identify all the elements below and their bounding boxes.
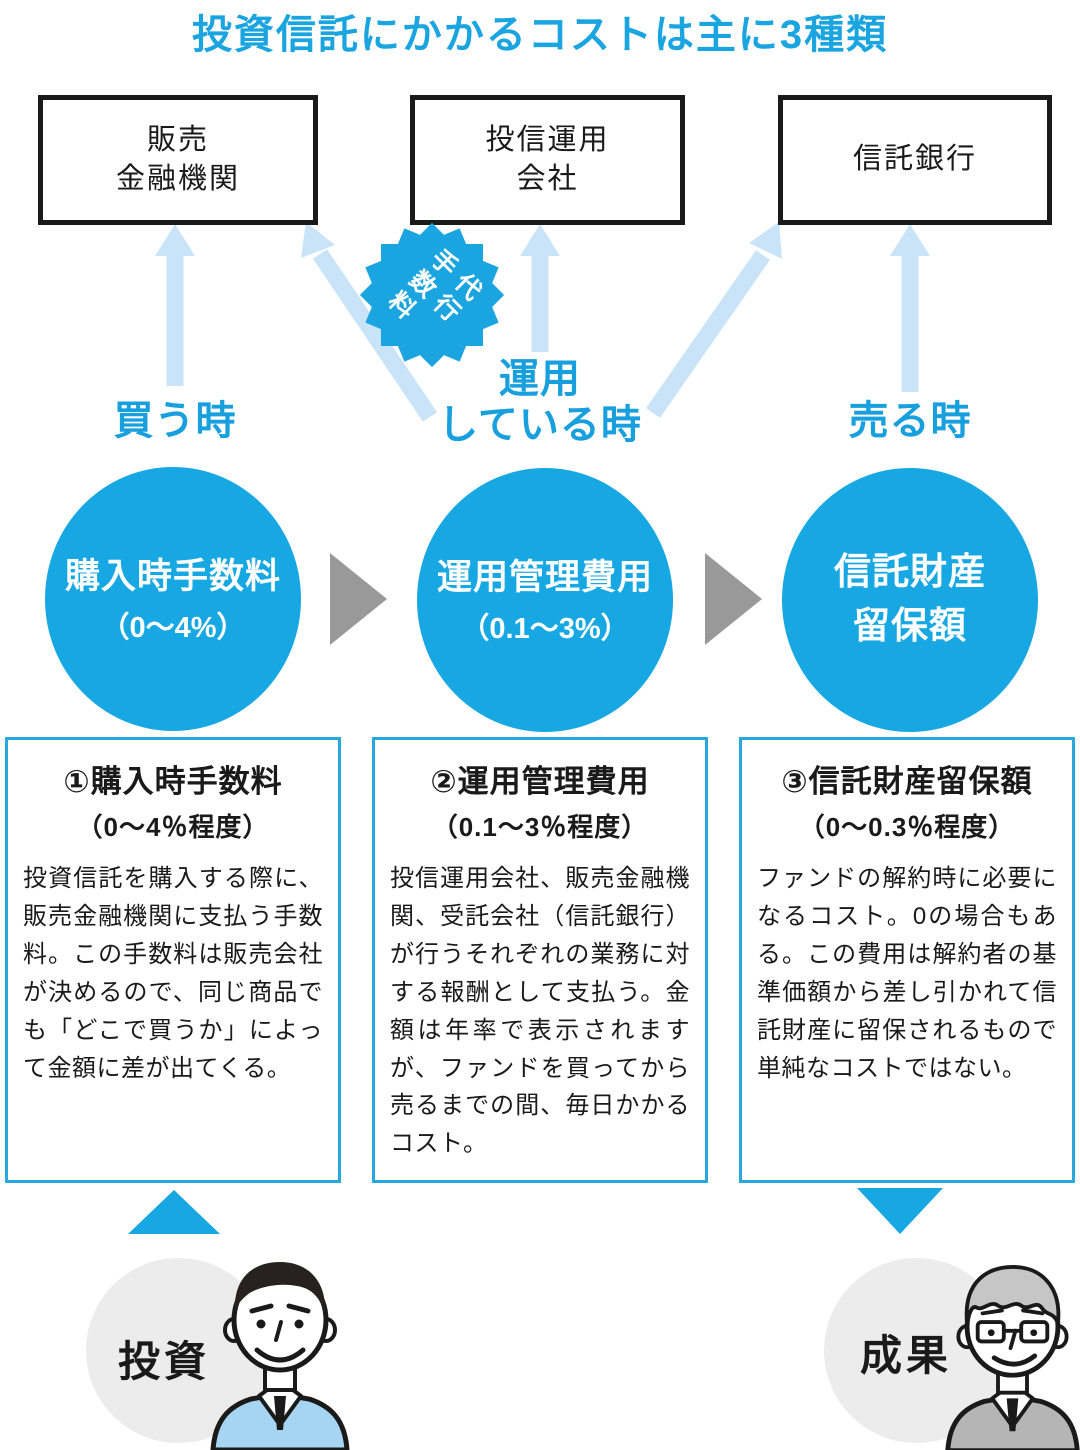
detail-card-management-fee: ②運用管理費用 （0.1～3％程度） 投信運用会社、販売金融機関、受託会社（信託…: [372, 737, 708, 1183]
detail-card-retention-amount-heading: ③信託財産留保額: [781, 764, 1033, 799]
cost-circle-purchase-fee-name: 購入時手数料: [64, 556, 281, 596]
investment-up-triangle: [128, 1190, 220, 1234]
arrow-sell-to-trustbank: [901, 250, 919, 392]
box-fund-management-company-label: 投信運用 会社: [485, 123, 610, 195]
timing-label-buy: 買う時: [113, 399, 237, 443]
arrow-buy-to-seller: [166, 250, 184, 386]
investment-label: 投資: [118, 1338, 211, 1385]
box-trust-bank-label: 信託銀行: [852, 143, 977, 176]
arrow-manage-to-company-head: [520, 224, 560, 256]
box-sales-institution: 販売 金融機関: [38, 95, 318, 225]
box-fund-management-company: 投信運用 会社: [410, 95, 685, 225]
detail-card-management-fee-range: （0.1～3％程度）: [431, 812, 649, 842]
cost-circle-management-fee: 運用管理費用 （0.1～3%）: [417, 468, 673, 732]
cost-circle-purchase-fee-range: （0～4%）: [100, 612, 246, 645]
cost-circle-management-fee-range: （0.1～3%）: [460, 613, 630, 646]
arrow-agency-fee: [312, 249, 438, 422]
box-sales-institution-label: 販売 金融機関: [115, 123, 240, 195]
detail-card-management-fee-body: 投信運用会社、販売金融機関、受託会社（信託銀行）が行うそれぞれの業務に対する報酬…: [390, 865, 690, 1158]
arrow-manage-to-trustbank: [646, 250, 770, 418]
cost-circle-retention-amount-name: 信託財産 留保額: [834, 551, 986, 646]
flow-arrow-2: [705, 553, 762, 645]
detail-card-purchase-fee-heading: ①購入時手数料: [63, 764, 283, 799]
timing-label-manage: 運用 している時: [438, 357, 642, 447]
detail-card-purchase-fee: ①購入時手数料 （0～4％程度） 投資信託を購入する際に、販売金融機関に支払う手…: [5, 737, 341, 1183]
cost-circle-purchase-fee: 購入時手数料 （0～4%）: [45, 467, 301, 731]
arrow-manage-to-company: [531, 250, 549, 352]
detail-card-retention-amount: ③信託財産留保額 （0～0.3％程度） ファンドの解約時に必要になるコスト。0の…: [739, 737, 1075, 1183]
box-trust-bank: 信託銀行: [778, 95, 1052, 225]
detail-card-retention-amount-range: （0～0.3％程度）: [798, 812, 1016, 842]
arrow-buy-to-seller-head: [155, 224, 195, 256]
cost-circle-management-fee-name: 運用管理費用: [436, 557, 653, 597]
arrow-agency-fee-head: [301, 222, 335, 258]
cost-circle-retention-amount: 信託財産 留保額: [782, 468, 1038, 732]
detail-card-management-fee-heading: ②運用管理費用: [430, 764, 650, 799]
timing-label-sell: 売る時: [848, 399, 972, 443]
page-title: 投資信託にかかるコストは主に3種類: [191, 13, 889, 57]
detail-card-purchase-fee-range: （0～4％程度）: [76, 812, 270, 842]
result-label: 成果: [860, 1332, 953, 1379]
result-down-triangle: [857, 1188, 943, 1234]
flow-arrow-1: [330, 553, 387, 645]
young-investor-illustration: [210, 1262, 350, 1450]
detail-card-purchase-fee-body: 投資信託を購入する際に、販売金融機関に支払う手数料。この手数料は販売会社が決める…: [23, 865, 323, 1082]
arrow-sell-to-trustbank-head: [890, 224, 930, 256]
agency-fee-badge: 代行 手数料: [358, 221, 506, 369]
arrow-manage-to-trustbank-head: [749, 222, 782, 259]
detail-card-retention-amount-body: ファンドの解約時に必要になるコスト。0の場合もある。この費用は解約者の基準価額か…: [757, 865, 1057, 1082]
older-investor-illustration: [945, 1265, 1080, 1450]
